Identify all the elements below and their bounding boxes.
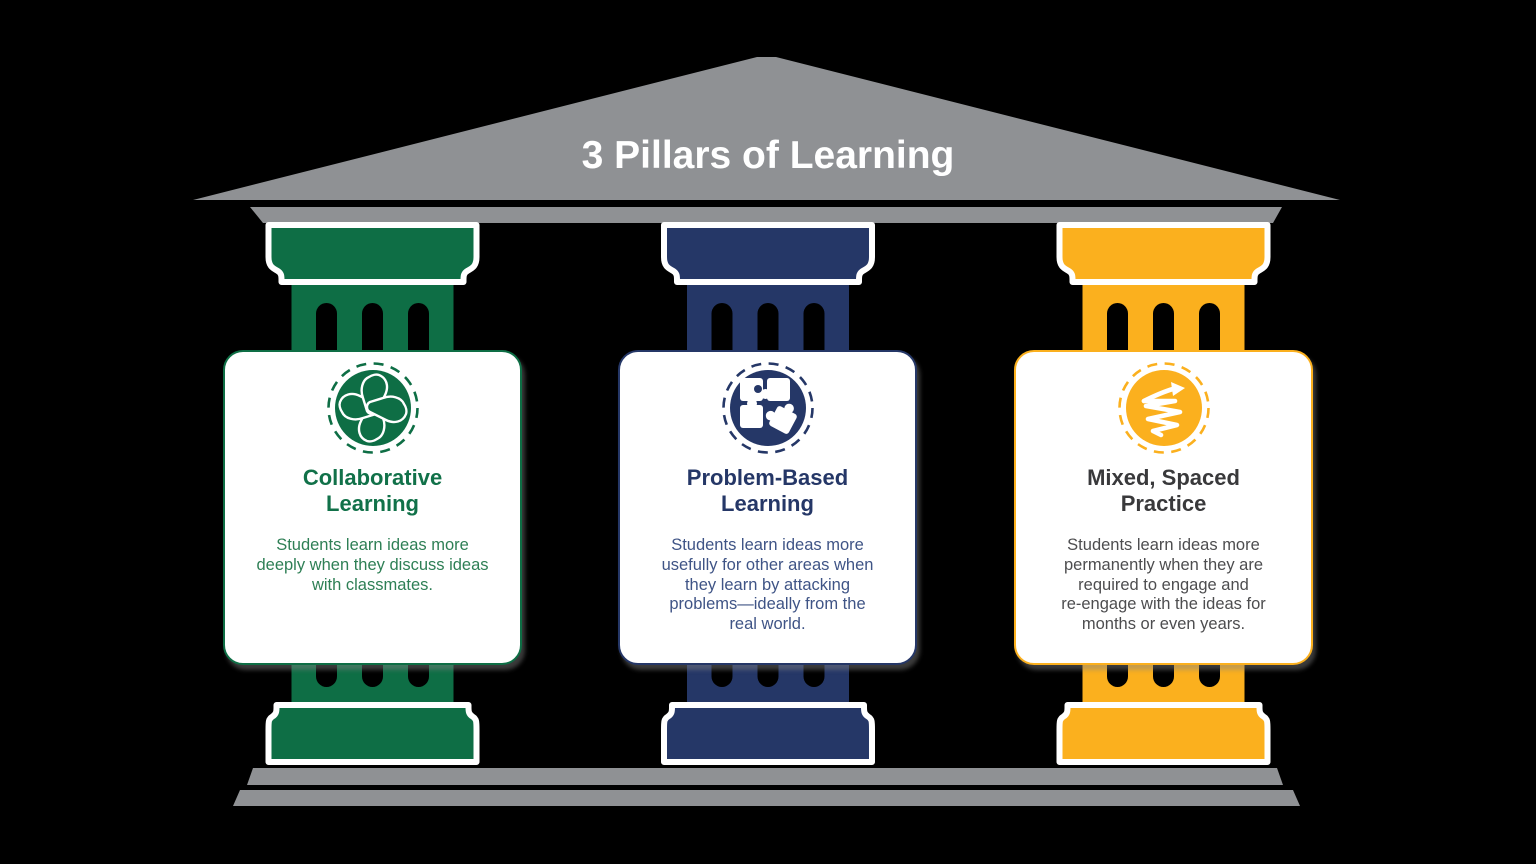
pillar-capital — [265, 222, 480, 285]
pillar-base — [661, 702, 875, 765]
dashed-ring — [1117, 362, 1210, 454]
lower-step — [233, 790, 1300, 806]
pillar-base — [265, 702, 480, 765]
hands-together-icon — [326, 362, 419, 454]
card-collaborative-learning: Collaborative Learning Students learn id… — [223, 350, 522, 665]
pediment-triangle — [193, 57, 1340, 200]
scribble-arrow-icon — [1117, 362, 1210, 454]
card-title: Problem-Based Learning — [686, 465, 849, 516]
card-body: Students learn ideas more permanently wh… — [1061, 536, 1266, 634]
puzzle-pieces-icon — [721, 362, 814, 454]
architrave-bar — [250, 207, 1282, 223]
pillar-capital — [661, 222, 875, 285]
upper-step — [247, 768, 1283, 785]
card-title: Mixed, Spaced Practice — [1087, 465, 1240, 516]
card-body: Students learn ideas more usefully for o… — [661, 536, 874, 634]
dashed-ring — [721, 362, 814, 454]
pillar-base — [1056, 702, 1271, 765]
dashed-ring — [326, 362, 419, 454]
pillar-capital — [1056, 222, 1271, 285]
card-body: Students learn ideas more deeply when th… — [256, 536, 489, 594]
card-mixed-spaced-practice: Mixed, Spaced Practice Students learn id… — [1014, 350, 1313, 665]
card-title: Collaborative Learning — [302, 465, 443, 516]
card-problem-based-learning: Problem-Based Learning Students learn id… — [618, 350, 917, 665]
page-title: 3 Pillars of Learning — [581, 134, 955, 177]
